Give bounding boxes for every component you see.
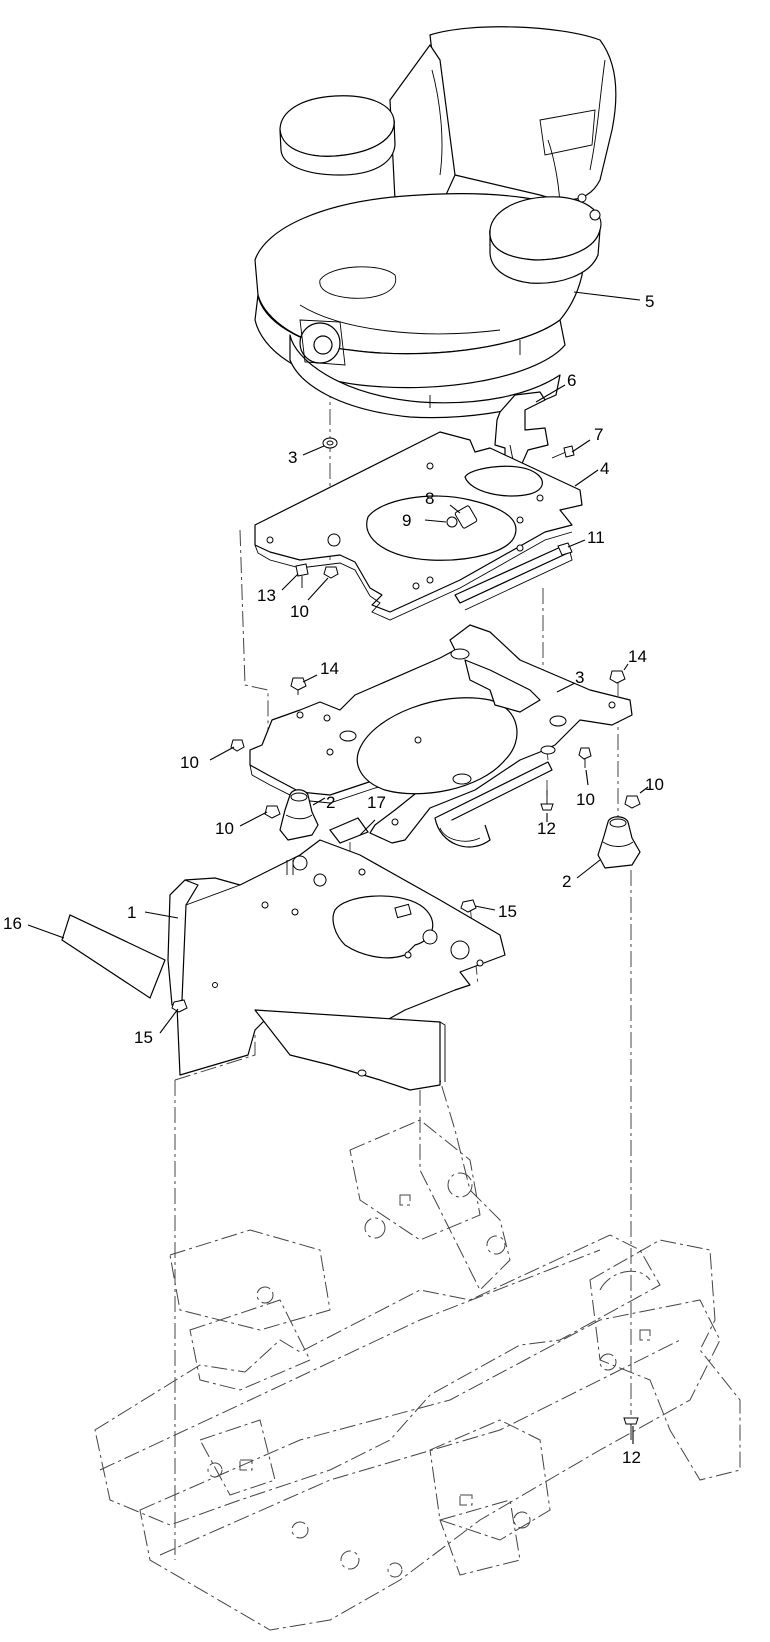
nut-part-14-left bbox=[290, 677, 307, 695]
leader-lines bbox=[27, 291, 649, 1444]
decal-part-17 bbox=[329, 817, 369, 844]
callout-15-b: 15 bbox=[134, 1028, 153, 1047]
isolator-mount-part-2-left bbox=[264, 789, 319, 841]
bolt-part-13 bbox=[295, 563, 309, 588]
callout-10-d: 10 bbox=[576, 790, 595, 809]
machine-frame-phantom bbox=[94, 1079, 741, 1631]
callout-10-b: 10 bbox=[290, 602, 309, 621]
spring-part-9 bbox=[446, 505, 478, 529]
callout-1: 1 bbox=[127, 903, 136, 922]
seat-base-pan-part-1 bbox=[167, 839, 506, 1091]
seat-mount-plate-part-4 bbox=[254, 431, 583, 621]
callout-4: 4 bbox=[600, 459, 609, 478]
nut-part-10-right bbox=[578, 747, 592, 768]
nut-part-10-left bbox=[230, 739, 245, 752]
callout-10-f: 10 bbox=[645, 775, 664, 794]
callout-10-c: 10 bbox=[180, 753, 199, 772]
nut-part-10-under-plate bbox=[323, 566, 339, 579]
callout-3: 3 bbox=[575, 668, 584, 687]
callout-12-a: 12 bbox=[537, 819, 556, 838]
callout-10-e: 10 bbox=[215, 819, 234, 838]
callout-2-b: 2 bbox=[562, 872, 571, 891]
callout-16: 16 bbox=[3, 914, 22, 933]
nut-part-14-right bbox=[609, 670, 626, 684]
slide-rail-part-11 bbox=[454, 542, 573, 611]
callout-13: 13 bbox=[257, 586, 276, 605]
bolt-part-15-lower bbox=[171, 999, 188, 1013]
callout-5: 3 bbox=[288, 448, 297, 467]
bolt-part-15-upper bbox=[460, 899, 477, 913]
callout-8: 7 bbox=[594, 425, 603, 444]
decal-part-16 bbox=[61, 914, 166, 999]
callout-14-a: 14 bbox=[320, 659, 339, 678]
callout-labels: 5 6 7 4 3 8 9 11 13 10 3 14 14 10 10 12 … bbox=[3, 292, 664, 1467]
callout-7: 6 bbox=[567, 371, 576, 390]
callout-14-b: 14 bbox=[628, 647, 647, 666]
callout-6: 5 bbox=[645, 292, 654, 311]
callout-12-b: 12 bbox=[622, 1448, 641, 1467]
isolator-mount-part-2-right bbox=[597, 795, 641, 869]
callout-15-a: 15 bbox=[498, 902, 517, 921]
callout-9: 8 bbox=[425, 489, 434, 508]
callout-2-a: 2 bbox=[326, 793, 335, 812]
callout-10-a: 9 bbox=[402, 511, 411, 530]
seat-assembly bbox=[254, 26, 617, 419]
suspension-plate-part-3 bbox=[249, 624, 633, 848]
callout-11: 11 bbox=[587, 528, 605, 547]
bolt-part-8 bbox=[551, 445, 575, 459]
callout-17: 17 bbox=[367, 793, 386, 812]
bolt-part-12-upper bbox=[540, 790, 554, 811]
washer-part-5 bbox=[322, 437, 338, 449]
